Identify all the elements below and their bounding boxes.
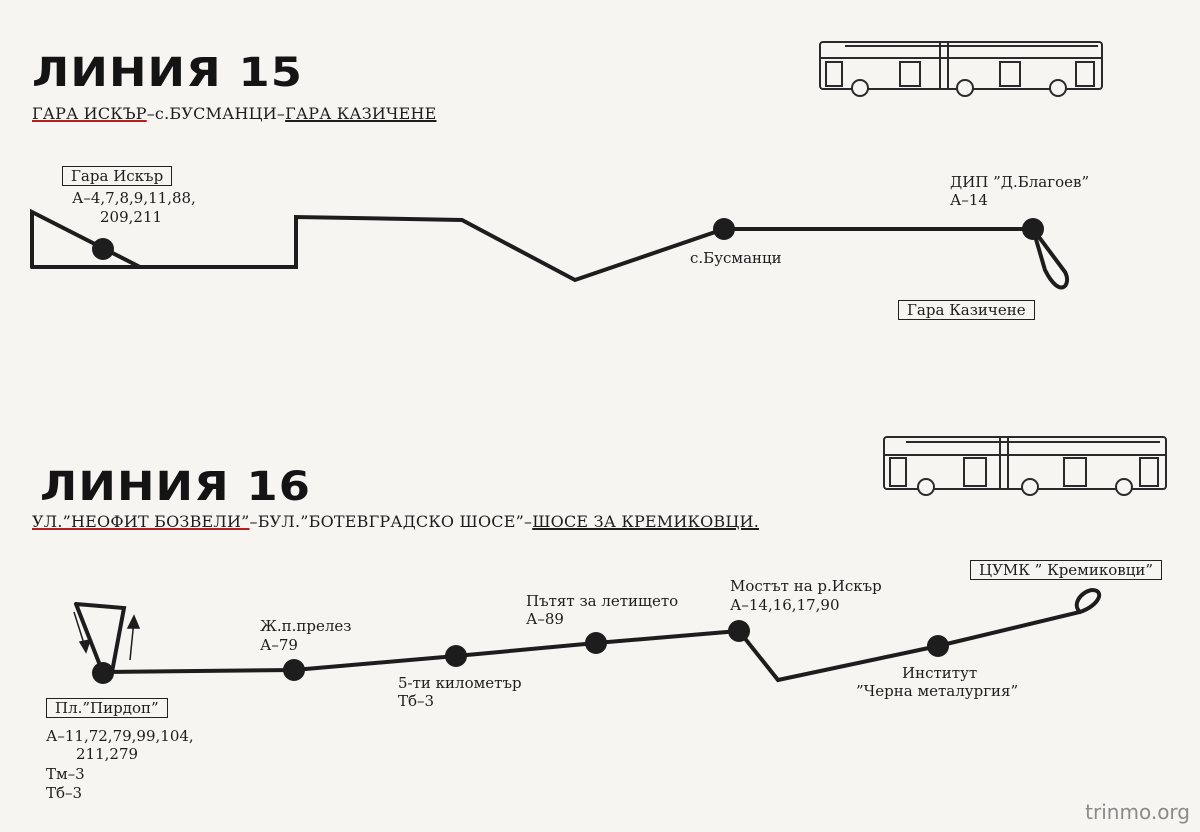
stop-connections-gara-iskar-2: 209,211 (100, 208, 163, 226)
stop-label-letishte: Пътят за летището (526, 592, 679, 610)
line16-route-end: ШОСЕ ЗА КРЕМИКОВЦИ. (532, 512, 759, 531)
stop-dot-letishte (585, 632, 607, 654)
stop-dot-busmantsi (713, 218, 735, 240)
stop-label-dip: ДИП ”Д.Благоев” (950, 173, 1090, 191)
stop-connections-letishte: А–89 (526, 610, 564, 628)
stop-label-prelez: Ж.п.прелез (260, 617, 352, 635)
line15-bus-icon (819, 41, 1103, 97)
line15-route-description: ГАРА ИСКЪР–с.БУСМАНЦИ–ГАРА КАЗИЧЕНЕ (32, 104, 437, 123)
arrow-up-head (126, 614, 141, 629)
line15-route-sep1: –с. (146, 104, 170, 123)
stop-label-institut-1: Институт (902, 664, 978, 682)
stop-connections-pirdop-3: Тм–3 (46, 765, 85, 783)
line15-route-start: ГАРА ИСКЪР (32, 104, 147, 123)
stop-label-most: Мостът на р.Искър (730, 577, 882, 595)
line16-bus-icon (883, 436, 1167, 496)
stop-label-gara-iskar: Гара Искър (62, 166, 173, 186)
line16-route-sep2: – (524, 512, 533, 531)
stop-dot-dip (1022, 218, 1044, 240)
line15-route-sep2: – (276, 104, 286, 123)
line16-direction-arrows (73, 611, 141, 661)
stop-connections-pirdop-2: 211,279 (76, 745, 139, 763)
line16-route-start: УЛ.”НЕОФИТ БОЗВЕЛИ” (32, 512, 250, 531)
stop-label-institut-2: ”Черна металургия” (856, 682, 1019, 700)
stop-dot-pirdop (92, 662, 114, 684)
stop-dot-gara-iskar (92, 238, 114, 260)
stop-label-pirdop: Пл.”Пирдоп” (46, 698, 168, 718)
stop-label-tsumk: ЦУМК ” Кремиковци” (970, 560, 1163, 580)
stop-label-gara-kazichene: Гара Казичене (898, 300, 1035, 320)
stop-dot-prelez (283, 659, 305, 681)
stop-connections-dip: А–14 (950, 191, 988, 209)
stop-connections-prelez: А–79 (260, 636, 298, 654)
line15-route-mid: БУСМАНЦИ (169, 104, 277, 123)
line16-route-mid: БУЛ.”БОТЕВГРАДСКО ШОСЕ” (257, 512, 525, 531)
line15-route-path (30, 208, 1070, 290)
line15-title: ЛИНИЯ 15 (32, 50, 304, 96)
line16-stops (92, 620, 949, 684)
stop-connections-km5: Тб–3 (398, 692, 435, 710)
stop-dot-institut (927, 635, 949, 657)
stop-label-km5: 5-ти километър (398, 674, 522, 692)
stop-connections-pirdop-1: А–11,72,79,99,104, (46, 727, 194, 745)
stop-connections-most: А–14,16,17,90 (730, 596, 840, 614)
line16-route-path (101, 587, 1102, 683)
stop-connections-pirdop-4: Тб–3 (46, 784, 83, 802)
watermark: trinmo.org (1085, 800, 1190, 824)
line15-stops (92, 218, 1044, 260)
line15-route (30, 208, 1070, 290)
line15-route-end: ГАРА КАЗИЧЕНЕ (285, 104, 437, 123)
stop-label-busmantsi: с.Бусманци (690, 249, 782, 267)
stop-connections-gara-iskar-1: А–4,7,8,9,11,88, (72, 189, 196, 207)
line16-title: ЛИНИЯ 16 (40, 464, 312, 510)
stop-dot-km5 (445, 645, 467, 667)
line16-route-sep1: – (249, 512, 258, 531)
stop-dot-most (728, 620, 750, 642)
arrow-down-head (78, 639, 92, 654)
line16-route-description: УЛ.”НЕОФИТ БОЗВЕЛИ”–БУЛ.”БОТЕВГРАДСКО ШО… (32, 512, 759, 531)
